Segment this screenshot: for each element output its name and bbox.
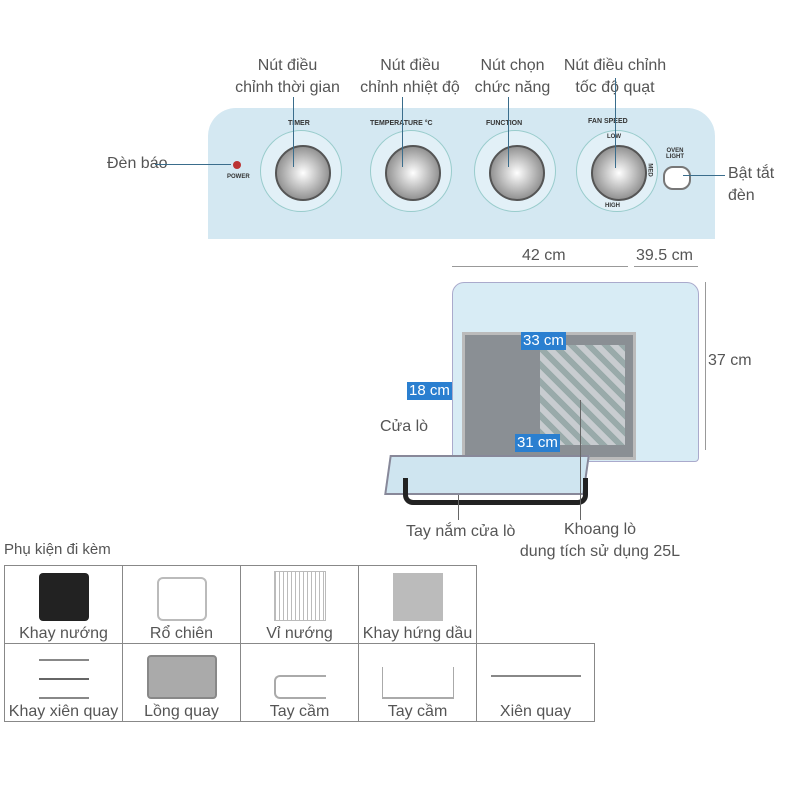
oven-light-button[interactable] — [663, 166, 691, 190]
timer-knob[interactable] — [260, 130, 342, 212]
temperature-knob[interactable] — [370, 130, 452, 212]
fan-speed-label: FAN SPEED — [588, 118, 628, 125]
door-handle[interactable] — [403, 478, 588, 505]
timer-label: TIMER — [288, 120, 310, 127]
fan-med-label: MED — [646, 163, 653, 177]
oven-light-label: OVEN LIGHT — [666, 148, 684, 160]
accessory-handle-small: Tay cầm — [240, 643, 359, 722]
callout-light-switch: Bật tắt đèn — [728, 165, 775, 204]
fan-high-label: HIGH — [605, 203, 620, 209]
dim-inner-width: 33 cm — [521, 332, 566, 350]
accessory-grill-rack: Vỉ nướng — [240, 565, 359, 644]
dim-inner-height: 18 cm — [407, 382, 452, 400]
fan-low-label: LOW — [607, 134, 621, 140]
control-panel: TIMER TEMPERATURE °C FUNCTION FAN SPEED … — [208, 108, 715, 239]
temperature-label: TEMPERATURE °C — [370, 120, 433, 127]
power-indicator-icon — [233, 161, 241, 169]
accessory-rotisserie-cage: Lồng quay — [122, 643, 241, 722]
accessory-rotisserie-tray: Khay xiên quay — [4, 643, 123, 722]
dim-width: 42 cm — [522, 247, 566, 264]
accessory-baking-tray: Khay nướng — [4, 565, 123, 644]
dim-height: 37 cm — [708, 352, 752, 369]
dim-depth: 39.5 cm — [636, 247, 693, 264]
accessories-table: Khay nướng Rổ chiên Vỉ nướng Khay hứng d… — [4, 565, 595, 722]
accessory-drip-tray: Khay hứng dầu — [358, 565, 477, 644]
callout-function-knob: Nút chọn chức năng — [474, 57, 551, 96]
power-label: POWER — [227, 174, 250, 180]
accessories-title: Phụ kiện đi kèm — [4, 541, 111, 558]
callout-temp-knob: Nút điều chỉnh nhiệt độ — [360, 57, 460, 96]
callout-indicator: Đèn báo — [107, 155, 168, 172]
dim-inner-depth: 31 cm — [515, 434, 560, 452]
function-label: FUNCTION — [486, 120, 523, 127]
accessory-fry-basket: Rổ chiên — [122, 565, 241, 644]
callout-cavity: Khoang lò dung tích sử dụng 25L — [519, 521, 681, 560]
callout-handle: Tay nắm cửa lò — [406, 523, 516, 540]
callout-timer-knob: Nút điều chỉnh thời gian — [235, 57, 340, 96]
callout-door: Cửa lò — [380, 418, 429, 435]
fan-speed-knob[interactable]: LOW MED HIGH — [576, 130, 658, 212]
accessory-handle-large: Tay cầm — [358, 643, 477, 722]
callout-fan-knob: Nút điều chỉnh tốc độ quạt — [563, 57, 667, 96]
function-knob[interactable] — [474, 130, 556, 212]
accessory-rotisserie-spit: Xiên quay — [476, 643, 595, 722]
